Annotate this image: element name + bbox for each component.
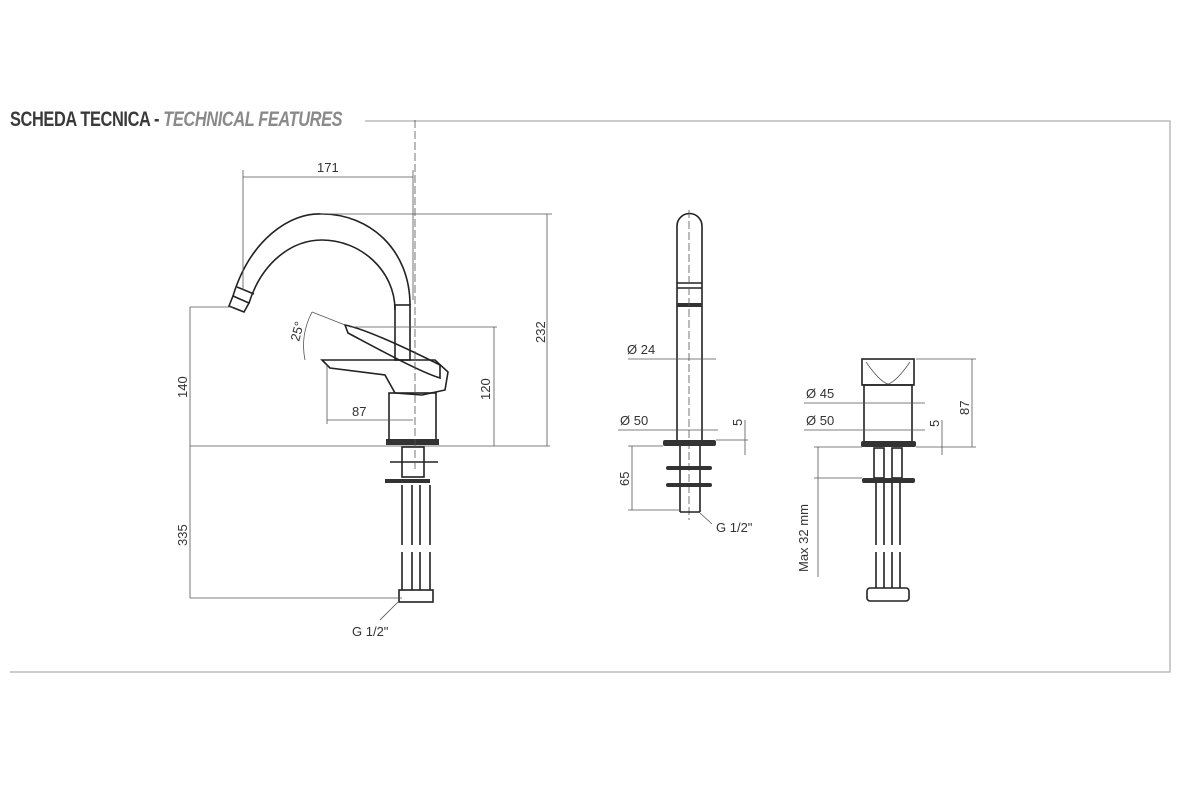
dim-width: 171 [317, 160, 339, 175]
title-main: SCHEDA TECNICA [10, 108, 150, 131]
dim-mixer-base-diameter: Ø 50 [806, 413, 834, 428]
dim-max-deck: Max 32 mm [796, 504, 811, 572]
front-connection-label: G 1/2" [716, 520, 753, 535]
frame-border [10, 120, 1171, 673]
mixer-view: Ø 45 Ø 50 5 87 Max 32 mm [796, 358, 976, 602]
dim-lever-reach: 87 [352, 404, 366, 419]
front-view-spout [663, 210, 716, 520]
dim-body-diameter: Ø 45 [806, 386, 834, 401]
title-sub: TECHNICAL FEATURES [163, 108, 343, 131]
connection-label: G 1/2" [352, 624, 389, 639]
dim-spout-height: 140 [175, 376, 190, 398]
dim-shank-length: 65 [617, 472, 632, 486]
dim-mixer-base-thickness: 5 [927, 420, 942, 427]
dim-total-height: 232 [533, 321, 548, 343]
dim-lever-angle: 25° [287, 320, 307, 343]
dim-base-diameter: Ø 50 [620, 413, 648, 428]
dim-lever-height: 120 [478, 378, 493, 400]
title-separator: - [154, 108, 160, 131]
front-view-dimensions: Ø 24 Ø 50 5 65 G 1/2" [617, 342, 753, 535]
dim-hose-length: 335 [175, 524, 190, 546]
dim-mixer-height: 87 [957, 401, 972, 415]
dim-spout-diameter: Ø 24 [627, 342, 655, 357]
side-view-faucet [227, 120, 449, 603]
page-title: SCHEDA TECNICA - TECHNICAL FEATURES [10, 108, 343, 132]
side-view-dimensions: 171 232 140 120 87 25° 335 G 1/2" [175, 160, 552, 639]
dim-base-thickness: 5 [730, 419, 745, 426]
